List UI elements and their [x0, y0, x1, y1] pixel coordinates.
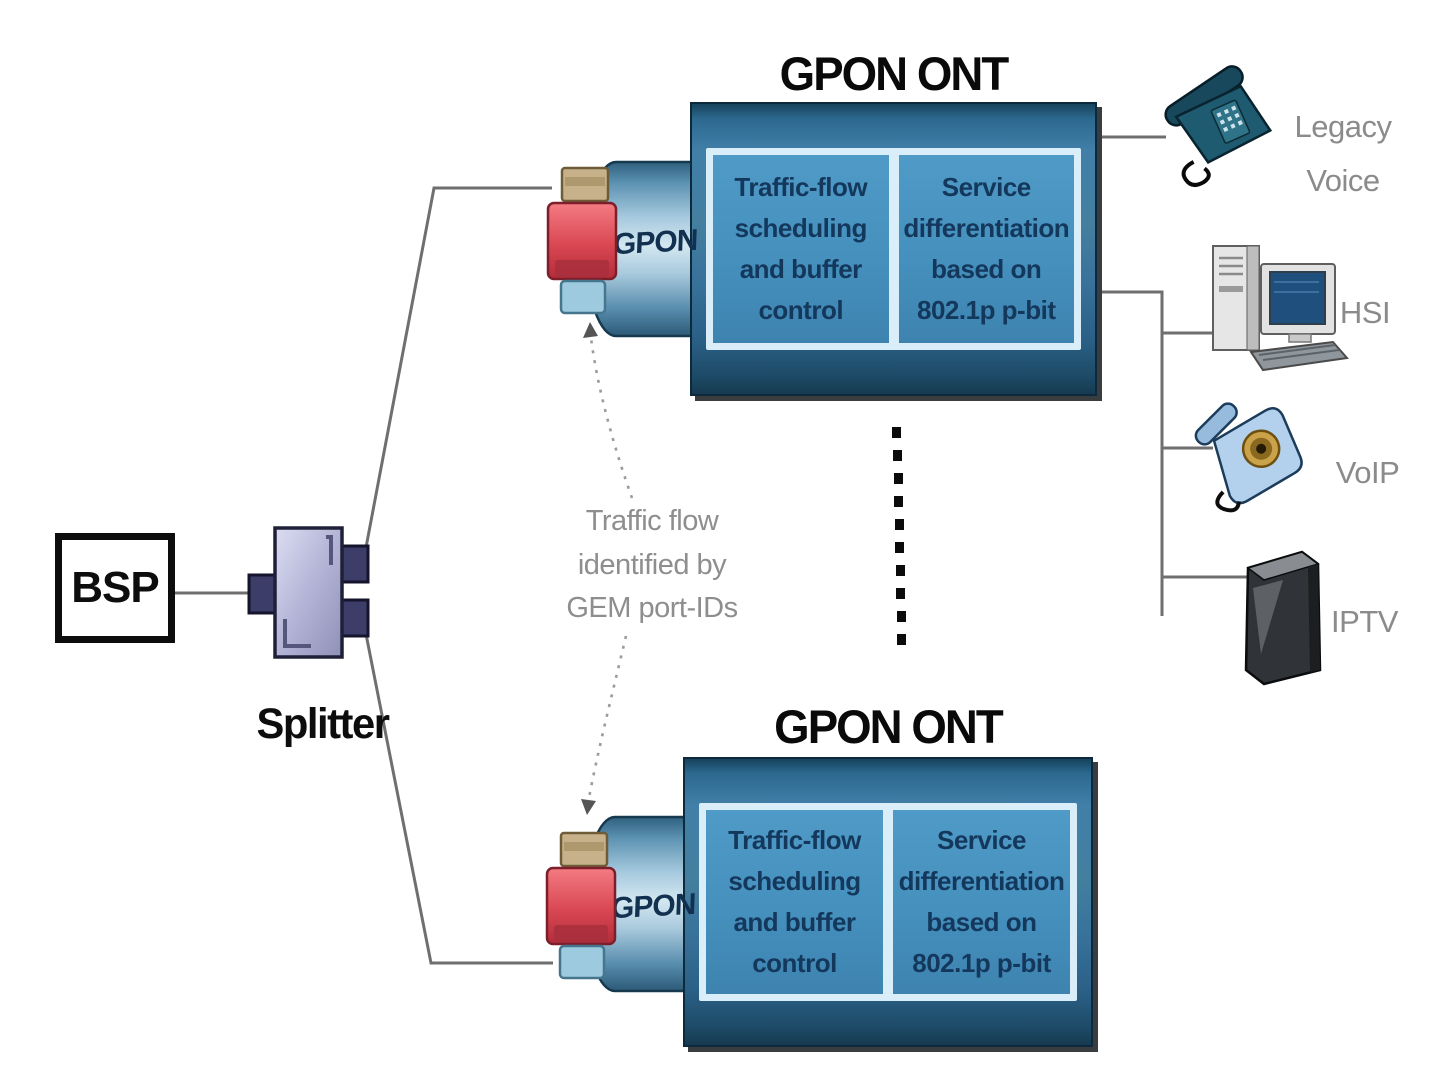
fiber-connectors-top-icon — [546, 166, 618, 315]
annotation-arrowhead-down-icon — [581, 799, 596, 815]
legacy-voice-label: Legacy Voice — [1294, 109, 1392, 199]
gpon-port-label-bottom: GPON — [610, 887, 696, 926]
ont-bottom-box: Traffic-flow scheduling and buffer contr… — [683, 757, 1093, 1047]
hsi-computer-icon — [1212, 245, 1349, 372]
traffic-flow-module: Traffic-flow scheduling and buffer contr… — [706, 810, 883, 994]
voip-label: VoIP — [1335, 455, 1400, 490]
iptv-tv-icon — [1244, 550, 1322, 686]
annotation-arrow-up — [589, 337, 634, 499]
gem-port-annotation: Traffic flow identified by GEM port-IDs — [566, 505, 738, 624]
ont-top-title: GPON ONT — [779, 47, 1010, 100]
ellipsis-dots-icon — [892, 427, 906, 645]
ont-top-module-frame: Traffic-flow scheduling and buffer contr… — [706, 148, 1081, 350]
iptv-label: IPTV — [1331, 604, 1398, 639]
splitter-icon — [247, 526, 370, 659]
annotation-arrowhead-up-icon — [583, 322, 598, 338]
connector-blue-icon — [559, 279, 607, 315]
traffic-flow-module: Traffic-flow scheduling and buffer contr… — [713, 155, 889, 343]
gpon-port-label-top: GPON — [612, 223, 698, 262]
voip-phone-icon — [1194, 402, 1303, 513]
ont-bottom-title: GPON ONT — [774, 700, 1004, 753]
splitter-label: Splitter — [256, 700, 390, 748]
service-differentiation-module: Service differentiation based on 802.1p … — [893, 810, 1070, 994]
splitter-ont-top-line — [362, 186, 552, 559]
annotation-arrow-down — [587, 635, 628, 799]
connector-blue-icon — [558, 944, 606, 980]
service-differentiation-module: Service differentiation based on 802.1p … — [898, 155, 1074, 343]
hsi-label: HSI — [1339, 295, 1391, 330]
fiber-connectors-bottom-icon — [545, 831, 617, 980]
ont-top-box: Traffic-flow scheduling and buffer contr… — [690, 102, 1097, 396]
legacy-voice-phone-icon — [1164, 65, 1273, 187]
bsp-node: BSP — [55, 533, 175, 643]
ont-service-bus-line — [1097, 290, 1164, 616]
bsp-label: BSP — [71, 563, 159, 612]
ont-bottom-module-frame: Traffic-flow scheduling and buffer contr… — [699, 803, 1077, 1001]
splitter-ont-bottom-line — [362, 623, 553, 965]
